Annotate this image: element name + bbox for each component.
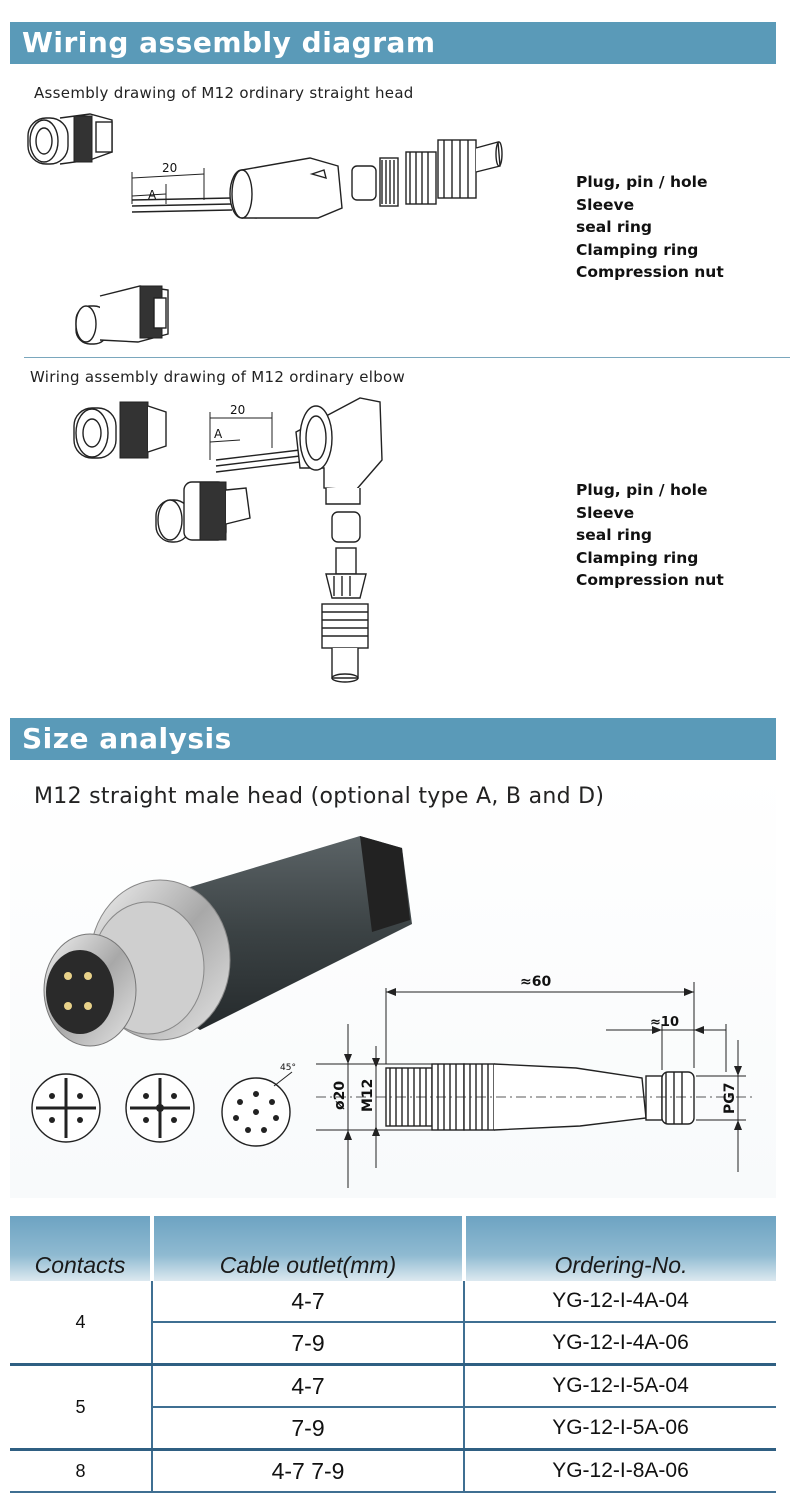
outlet-cell: 7-9 (152, 1322, 465, 1366)
elbow-assembly-drawing: 20 A (73, 397, 383, 683)
section-divider (24, 357, 790, 358)
pin-layout-8 (221, 1071, 293, 1147)
label-compression-nut: Compression nut (576, 263, 724, 281)
dim-nut-length: ≈10 (650, 1015, 679, 1030)
order-cell: YG-12-I-8A-06 (464, 1449, 776, 1493)
label-plug: Plug, pin / hole (576, 173, 708, 191)
pin-layouts: 45° (31, 1063, 296, 1147)
pin-layout-4 (31, 1073, 101, 1143)
contacts-cell: 4 (10, 1281, 153, 1366)
elbow-dim-a: A (214, 427, 223, 441)
female-connector-icon (27, 113, 113, 165)
label-seal-ring: seal ring (576, 218, 652, 236)
table-row: 5 4-7 YG-12-I-5A-04 (10, 1364, 776, 1451)
straight-assembly-drawing: 20 A (27, 113, 503, 345)
dim-thread: M12 (360, 1079, 376, 1112)
header-cable-outlet: Cable outlet(mm) (152, 1216, 466, 1281)
table-row: 7-9 YG-12-I-5A-06 (10, 1407, 776, 1451)
table-row: 7-9 YG-12-I-4A-06 (10, 1322, 776, 1366)
elbow-female-connector-icon (73, 401, 167, 459)
elbow-male-connector-icon (155, 481, 251, 543)
dimension-drawing: ≈60 ≈10 ø20 M12 PG7 (316, 974, 756, 1188)
pin-layout-5 (125, 1073, 195, 1143)
section-title-size: Size analysis (10, 718, 776, 760)
outlet-cell: 4-7 7-9 (152, 1449, 465, 1493)
connector-photo (43, 836, 412, 1047)
table-row: 4 4-7 YG-12-I-4A-04 (10, 1281, 776, 1366)
outlet-cell: 4-7 (152, 1364, 465, 1408)
outlet-cell: 7-9 (152, 1407, 465, 1451)
straight-dim-a: A (148, 188, 157, 202)
order-cell: YG-12-I-4A-06 (464, 1322, 776, 1366)
dim-total-length: ≈60 (520, 974, 551, 990)
outlet-cell: 4-7 (152, 1281, 465, 1323)
elbow-label-sleeve: Sleeve (576, 503, 635, 522)
label-clamping-ring: Clamping ring (576, 240, 699, 259)
label-sleeve: Sleeve (576, 195, 635, 214)
header-ordering-no: Ordering-No. (464, 1216, 776, 1281)
elbow-label-clamping-ring: Clamping ring (576, 548, 699, 567)
elbow-dim-20: 20 (230, 403, 245, 417)
elbow-label-plug: Plug, pin / hole (576, 481, 708, 499)
section-title-wiring: Wiring assembly diagram (10, 22, 776, 64)
header-contacts: Contacts (10, 1216, 154, 1281)
order-cell: YG-12-I-4A-04 (464, 1281, 776, 1323)
straight-dim-20: 20 (162, 161, 177, 175)
contacts-cell: 5 (10, 1364, 153, 1451)
ordering-table: Contacts Cable outlet(mm) Ordering-No. 4… (10, 1216, 776, 1493)
dim-pg: PG7 (722, 1083, 738, 1115)
elbow-caption: Wiring assembly drawing of M12 ordinary … (30, 368, 406, 386)
straight-dimension (131, 168, 205, 204)
straight-part-labels: Plug, pin / hole Sleeve seal ring Clampi… (576, 171, 724, 284)
order-cell: YG-12-I-5A-04 (464, 1364, 776, 1408)
table-row: 8 4-7 7-9 YG-12-I-8A-06 (10, 1449, 776, 1493)
dim-diameter: ø20 (332, 1081, 348, 1110)
pin-angle: 45° (280, 1063, 296, 1073)
elbow-part-labels: Plug, pin / hole Sleeve seal ring Clampi… (576, 479, 724, 592)
elbow-label-seal-ring: seal ring (576, 526, 652, 544)
straight-head-caption: Assembly drawing of M12 ordinary straigh… (34, 84, 414, 102)
size-caption: M12 straight male head (optional type A,… (34, 784, 605, 809)
elbow-label-compression-nut: Compression nut (576, 571, 724, 589)
order-cell: YG-12-I-5A-06 (464, 1407, 776, 1451)
male-connector-icon (75, 285, 169, 345)
contacts-cell: 8 (10, 1449, 153, 1493)
